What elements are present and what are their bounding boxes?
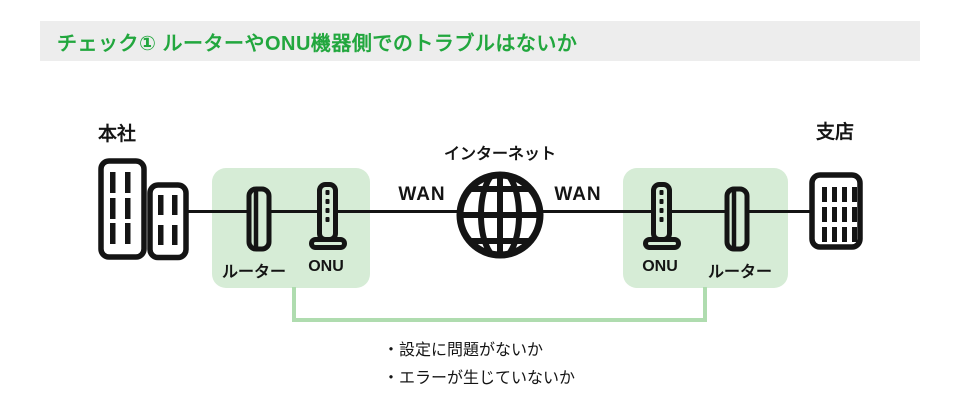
internet-label: インターネット <box>443 146 556 163</box>
hq-building-icon <box>98 158 189 261</box>
onu-icon <box>643 182 681 250</box>
wan-right-label: WAN <box>554 184 602 205</box>
bracket-right-drop <box>703 287 707 318</box>
check-heading: チェック① ルーターやONU機器側でのトラブルはないか <box>57 32 578 55</box>
router-icon <box>724 186 750 252</box>
onu-label: ONU <box>308 258 344 275</box>
branch-building-icon <box>809 172 863 250</box>
checklist: ・設定に問題がないか ・エラーが生じていないか <box>383 337 575 393</box>
hq-devices-box <box>212 168 370 288</box>
router-label: ルーター <box>221 264 286 281</box>
wan-left-label: WAN <box>398 184 446 205</box>
checklist-item: ・エラーが生じていないか <box>383 370 576 387</box>
branch-devices-box <box>623 168 788 288</box>
bracket-left-drop <box>292 287 296 318</box>
onu-icon <box>309 182 347 250</box>
checklist-item: ・設定に問題がないか <box>383 342 544 359</box>
check-heading-banner: チェック① ルーターやONU機器側でのトラブルはないか <box>40 21 920 61</box>
router-icon <box>246 186 272 252</box>
internet-globe-icon <box>456 171 544 259</box>
router-label: ルーター <box>707 264 772 281</box>
onu-label: ONU <box>642 258 678 275</box>
hq-label: 本社 <box>98 124 137 145</box>
branch-label: 支店 <box>816 122 855 143</box>
bracket-connector <box>292 318 707 322</box>
